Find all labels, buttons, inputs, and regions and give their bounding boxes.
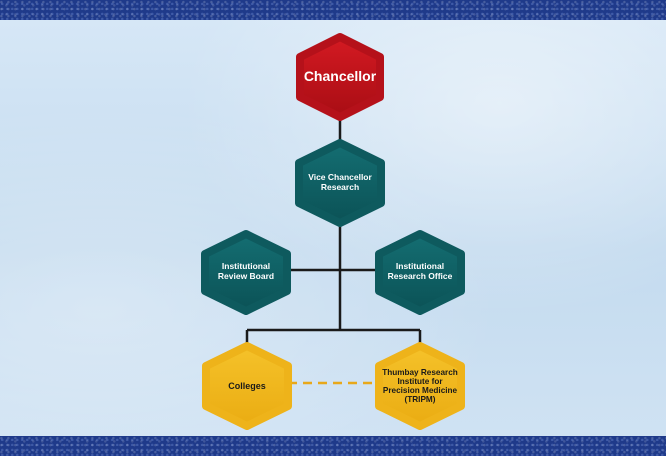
chancellor-node[interactable] <box>296 33 384 121</box>
tripm-node[interactable] <box>375 342 465 430</box>
vice-chancellor-node[interactable] <box>295 139 385 227</box>
bottom-decorative-band <box>0 436 666 456</box>
institutional-review-board-node[interactable] <box>201 230 291 315</box>
colleges-node[interactable] <box>202 342 292 430</box>
institutional-research-office-node[interactable] <box>375 230 465 315</box>
top-decorative-band <box>0 0 666 20</box>
